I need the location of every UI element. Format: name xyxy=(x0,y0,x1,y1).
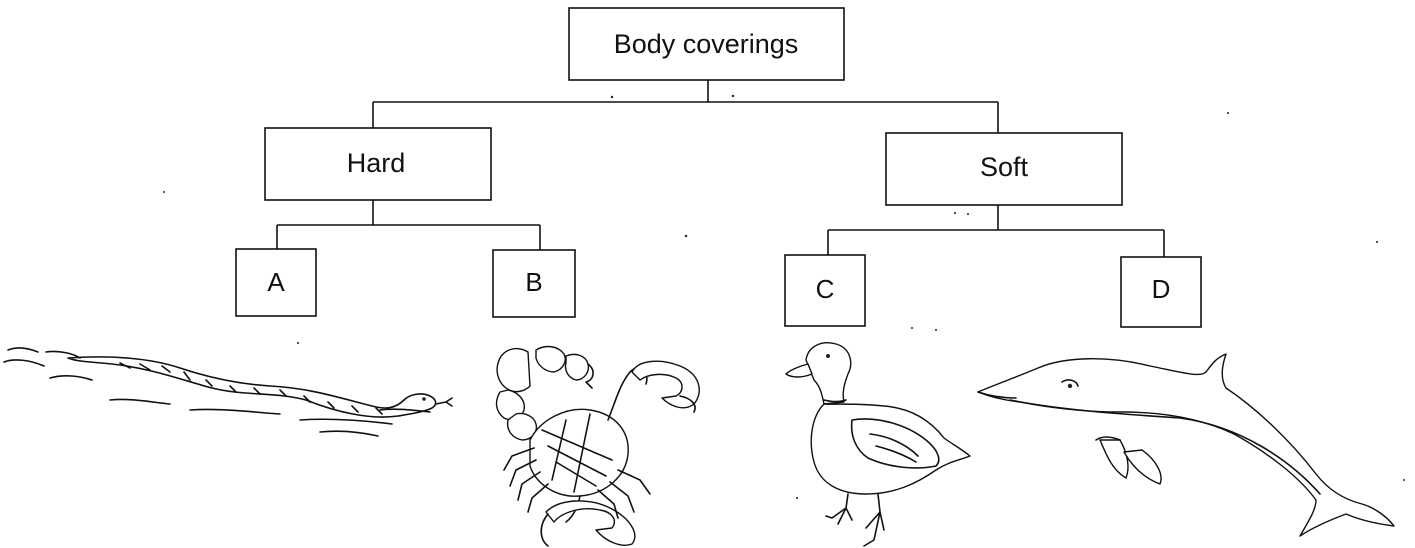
leaf-b: B xyxy=(493,250,575,317)
root-label: Body coverings xyxy=(614,29,799,59)
scorpion-icon xyxy=(497,347,700,546)
root-node: Body coverings xyxy=(569,8,844,80)
hard-node: Hard xyxy=(265,128,491,200)
soft-node: Soft xyxy=(886,133,1122,205)
leaf-a: A xyxy=(236,249,316,316)
leaf-d: D xyxy=(1121,257,1201,327)
duck-icon xyxy=(786,343,970,546)
leaf-a-label: A xyxy=(267,267,285,297)
leaf-d-label: D xyxy=(1152,274,1171,304)
snake-icon xyxy=(4,348,452,436)
leaf-c-label: C xyxy=(816,274,835,304)
hard-label: Hard xyxy=(347,148,406,178)
leaf-c: C xyxy=(785,255,865,326)
dolphin-icon xyxy=(978,354,1394,536)
soft-label: Soft xyxy=(980,152,1029,182)
leaf-b-label: B xyxy=(525,267,542,297)
